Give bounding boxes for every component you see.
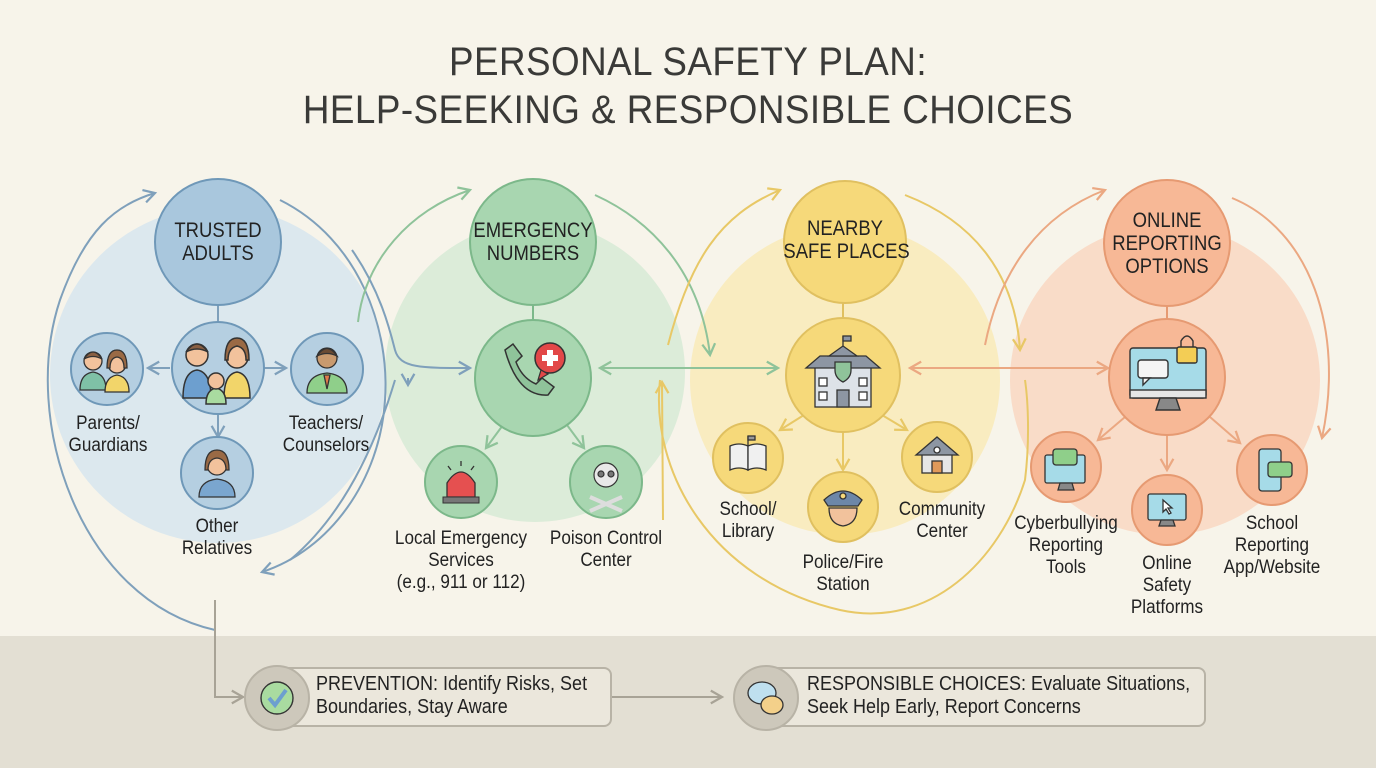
checkmark-icon (260, 681, 294, 715)
responsible-choices-card[interactable] (758, 667, 1206, 727)
emergency-cluster (424, 178, 643, 519)
hub-emergency-numbers[interactable]: EMERGENCY NUMBERS (473, 219, 593, 265)
phone-medical-icon (474, 319, 592, 437)
responsible-choices-text: RESPONSIBLE CHOICES: Evaluate Situations… (807, 673, 1191, 718)
trusted-adults-hub (154, 178, 282, 306)
hub-online-reporting-options[interactable]: ONLINE REPORTING OPTIONS (1112, 209, 1222, 278)
safe-places-cluster (712, 180, 973, 543)
label-school-library: School/Library (719, 499, 777, 542)
prevention-text: PREVENTION: Identify Risks, Set Boundari… (316, 673, 588, 718)
chat-bubbles-icon (747, 681, 784, 715)
nearby-safe-places-hub (783, 180, 907, 304)
title-line-1: PERSONAL SAFETY PLAN: (449, 40, 927, 84)
emergency-numbers-hub (469, 178, 597, 306)
hub-nearby-safe-places[interactable]: NEARBY SAFE PLACES (783, 217, 910, 263)
parents-icon (70, 332, 144, 406)
label-parents-guardians: Parents/Guardians (68, 413, 148, 456)
online-reporting-hub (1103, 179, 1231, 307)
online-cluster (1030, 179, 1308, 546)
hub-trusted-adults[interactable]: TRUSTED ADULTS (174, 219, 262, 265)
trusted-adults-cluster (70, 178, 364, 510)
teacher-icon (290, 332, 364, 406)
label-teachers-counselors: Teachers/Counselors (282, 413, 370, 456)
title-line-2: HELP-SEEKING & RESPONSIBLE CHOICES (302, 88, 1074, 132)
page-title: PERSONAL SAFETY PLAN: HELP-SEEKING & RES… (55, 38, 1321, 134)
police-officer-icon (807, 471, 879, 543)
